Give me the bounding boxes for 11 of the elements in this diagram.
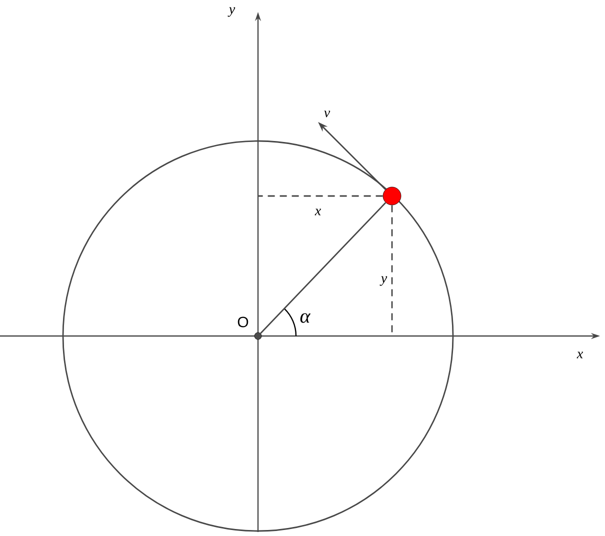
edge-label: v — [324, 110, 330, 118]
dashed-line — [258, 195, 383, 197]
origin-label: O — [238, 316, 248, 328]
angle-label: α — [300, 313, 311, 323]
moving-point — [382, 186, 402, 206]
edge-label: y — [380, 276, 388, 286]
axis-label: y — [228, 7, 236, 17]
origin-point — [254, 332, 262, 340]
axis-label: x — [576, 352, 584, 358]
edge-label: x — [314, 208, 322, 216]
radius-line — [260, 202, 386, 334]
